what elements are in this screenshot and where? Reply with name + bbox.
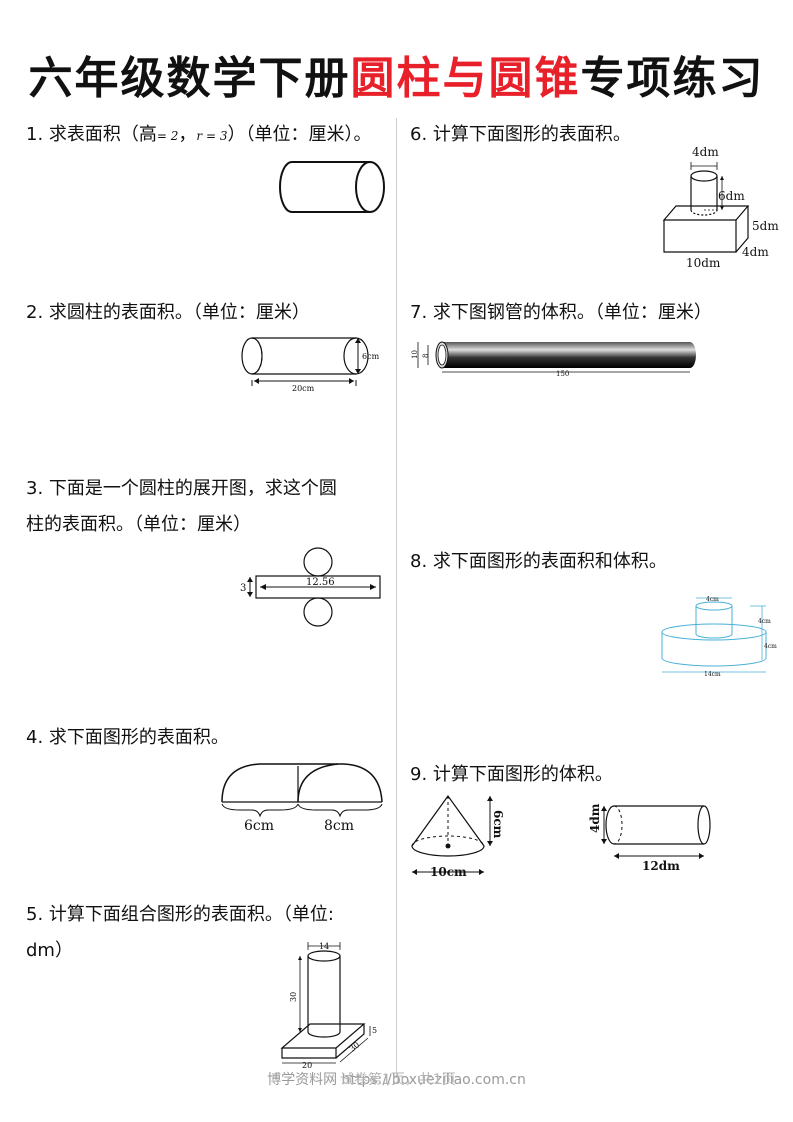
question-5: 5. 计算下面组合图形的表面积。（单位: dm）: [26, 897, 334, 969]
q7-outer-label: 10: [411, 350, 419, 359]
q2-cylinder-figure: 6cm 20cm: [241, 337, 380, 393]
q6-box-length-label: 10dm: [686, 256, 721, 270]
q9-cone-diameter-label: 10cm: [430, 865, 467, 879]
question-1: 1. 求表面积（高= 2，r = 3）（单位：厘米）。: [26, 117, 371, 154]
q9-cylinder-length-label: 12dm: [642, 859, 680, 873]
question-7: 7. 求下图钢管的体积。（单位：厘米）: [410, 302, 712, 323]
page-title: 六年级数学下册圆柱与圆锥专项练习: [0, 42, 793, 106]
question-9: 9. 计算下面图形的体积。: [410, 764, 613, 785]
q6-height-label: 6dm: [718, 189, 745, 203]
q3-height-label: 3: [240, 583, 246, 594]
q6-box-height-label: 5dm: [752, 219, 779, 233]
q8-combo-figure: 4cm 4cm 4cm 14cm: [661, 596, 777, 678]
question-6: 6. 计算下面图形的表面积。: [410, 124, 631, 145]
q5-line2: dm）: [26, 940, 73, 961]
question-2: 2. 求圆柱的表面积。（单位：厘米）: [26, 302, 310, 323]
q7-length-label: 150: [556, 370, 569, 378]
q4-half-cylinders-figure: 6cm 8cm: [221, 763, 383, 834]
q6-diameter-label: 4dm: [692, 145, 719, 159]
q1-sep: ，: [178, 124, 197, 145]
q9-cylinder-diameter-label: 4dm: [588, 803, 602, 833]
q5-height-label: 30: [289, 992, 298, 1002]
q4-label-b: 8cm: [324, 818, 354, 834]
q1-cylinder-figure: [279, 161, 385, 213]
q3-length-label: 12.56: [306, 577, 335, 588]
q6-combo-figure: 4dm 6dm 5dm 10dm 4dm: [662, 145, 779, 270]
column-divider: [396, 118, 397, 1078]
q8-bottom-diameter-label: 14cm: [704, 671, 721, 678]
q3-net-figure: 12.56 3: [240, 547, 381, 627]
question-3: 3. 下面是一个圆柱的展开图，求这个圆 柱的表面积。（单位：厘米）: [26, 471, 337, 543]
q4-label-a: 6cm: [244, 818, 274, 834]
q1-text-a: 1. 求表面积（高: [26, 124, 157, 145]
q2-length-label: 20cm: [292, 384, 315, 393]
question-4: 4. 求下面图形的表面积。: [26, 727, 229, 748]
q5-diameter-label: 14: [319, 942, 329, 951]
title-part1: 六年级数学下册: [28, 53, 351, 104]
q5-thickness-label: 5: [372, 1026, 377, 1035]
q5-combo-figure: 14 30 20 30 5: [280, 942, 377, 1070]
q8-top-height-label: 4cm: [758, 618, 771, 625]
q5-depth-label: 30: [348, 1040, 362, 1053]
q1-radius-eq: r = 3: [196, 129, 228, 143]
q9-cone-figure: 6cm 10cm: [411, 794, 505, 879]
q1-text-b: ）（单位：厘米）。: [227, 124, 372, 145]
watermark: 博学资料网 https://boxueziliao.com.cn: [267, 1072, 526, 1088]
title-part3: 专项练习: [580, 53, 765, 104]
q3-line2: 柱的表面积。（单位：厘米）: [26, 514, 251, 535]
q2-height-label: 6cm: [362, 352, 380, 361]
q3-line1: 3. 下面是一个圆柱的展开图，求这个圆: [26, 478, 337, 499]
q7-pipe-figure: 10 8 150: [411, 341, 696, 378]
q7-inner-label: 8: [422, 354, 430, 358]
page-number: 试卷第1页，共1页: [340, 1072, 456, 1088]
q5-line1: 5. 计算下面组合图形的表面积。（单位:: [26, 904, 334, 925]
q8-top-diameter-label: 4cm: [706, 596, 719, 603]
q9-cone-height-label: 6cm: [491, 810, 505, 839]
q9-cylinder-figure: 4dm 12dm: [588, 803, 711, 873]
title-highlight: 圆柱与圆锥: [350, 53, 581, 104]
q5-width-label: 20: [302, 1061, 312, 1070]
q1-height-eq: = 2: [156, 129, 179, 143]
footer: 博学资料网 https://boxueziliao.com.cn: [0, 1069, 793, 1089]
q6-box-width-label: 4dm: [742, 245, 769, 259]
q8-bottom-height-label: 4cm: [764, 643, 777, 650]
question-8: 8. 求下面图形的表面积和体积。: [410, 551, 667, 572]
